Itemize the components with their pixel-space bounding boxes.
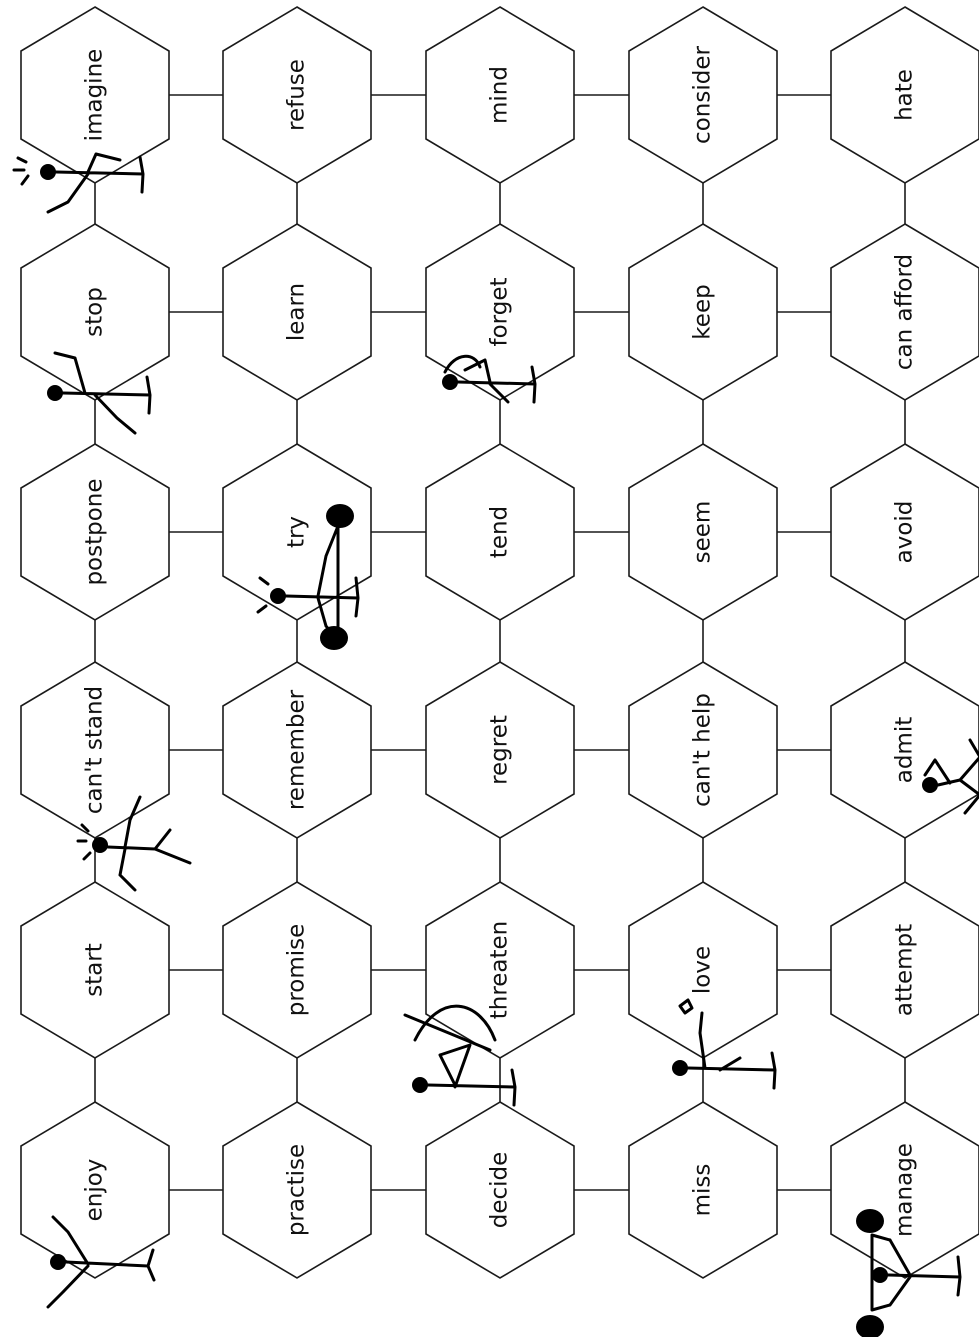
- word-cell-hate[interactable]: hate: [831, 7, 979, 183]
- word-cell-can-t-stand[interactable]: can't stand: [21, 662, 169, 838]
- word-cell-tend[interactable]: tend: [426, 444, 574, 620]
- word-cell-attempt[interactable]: attempt: [831, 882, 979, 1058]
- cell-label: decide: [487, 1152, 513, 1229]
- word-cell-regret[interactable]: regret: [426, 662, 574, 838]
- cell-label: can't help: [690, 693, 716, 807]
- cell-label: forget: [487, 278, 513, 347]
- cell-label: start: [82, 943, 108, 997]
- cell-label: imagine: [82, 49, 108, 142]
- cell-label: refuse: [284, 59, 310, 131]
- word-cell-refuse[interactable]: refuse: [223, 7, 371, 183]
- cell-label: attempt: [892, 924, 918, 1016]
- cell-label: keep: [690, 284, 716, 339]
- word-cell-postpone[interactable]: postpone: [21, 444, 169, 620]
- cell-label: love: [690, 946, 716, 994]
- word-cell-decide[interactable]: decide: [426, 1102, 574, 1278]
- word-cell-admit[interactable]: admit: [831, 662, 979, 838]
- word-cell-remember[interactable]: remember: [223, 662, 371, 838]
- cell-label: stop: [82, 287, 108, 337]
- word-cell-promise[interactable]: promise: [223, 882, 371, 1058]
- cell-label: avoid: [892, 501, 918, 564]
- word-cell-love[interactable]: love: [629, 882, 777, 1058]
- cell-label: regret: [487, 715, 513, 785]
- cell-label: tend: [487, 506, 513, 558]
- cell-label: practise: [284, 1144, 310, 1236]
- cell-label: admit: [892, 717, 918, 784]
- cell-label: threaten: [487, 921, 513, 1020]
- word-cell-forget[interactable]: forget: [426, 224, 574, 400]
- cell-label: can't stand: [82, 686, 108, 814]
- cell-label: seem: [690, 501, 716, 564]
- word-cell-can-t-help[interactable]: can't help: [629, 662, 777, 838]
- word-cell-learn[interactable]: learn: [223, 224, 371, 400]
- cell-label: mind: [487, 66, 513, 124]
- cell-label: promise: [284, 924, 310, 1017]
- cell-label: miss: [690, 1164, 716, 1217]
- word-cell-manage[interactable]: manage: [831, 1102, 979, 1278]
- word-cell-try[interactable]: try: [223, 444, 371, 620]
- cell-label: learn: [284, 283, 310, 341]
- word-cell-stop[interactable]: stop: [21, 224, 169, 400]
- word-cell-can-afford[interactable]: can afford: [831, 224, 979, 400]
- word-cell-seem[interactable]: seem: [629, 444, 777, 620]
- cell-label: can afford: [892, 254, 918, 370]
- word-cell-mind[interactable]: mind: [426, 7, 574, 183]
- cell-label: postpone: [82, 478, 108, 585]
- cell-label: consider: [690, 46, 716, 144]
- word-cell-miss[interactable]: miss: [629, 1102, 777, 1278]
- cell-label: enjoy: [82, 1159, 108, 1222]
- cell-label: manage: [892, 1143, 918, 1237]
- word-cell-practise[interactable]: practise: [223, 1102, 371, 1278]
- cell-label: try: [284, 516, 310, 548]
- word-cell-keep[interactable]: keep: [629, 224, 777, 400]
- word-cell-consider[interactable]: consider: [629, 7, 777, 183]
- word-cell-enjoy[interactable]: enjoy: [21, 1102, 169, 1278]
- cell-label: hate: [892, 69, 918, 121]
- cell-label: remember: [284, 689, 310, 810]
- word-cell-avoid[interactable]: avoid: [831, 444, 979, 620]
- word-cell-start[interactable]: start: [21, 882, 169, 1058]
